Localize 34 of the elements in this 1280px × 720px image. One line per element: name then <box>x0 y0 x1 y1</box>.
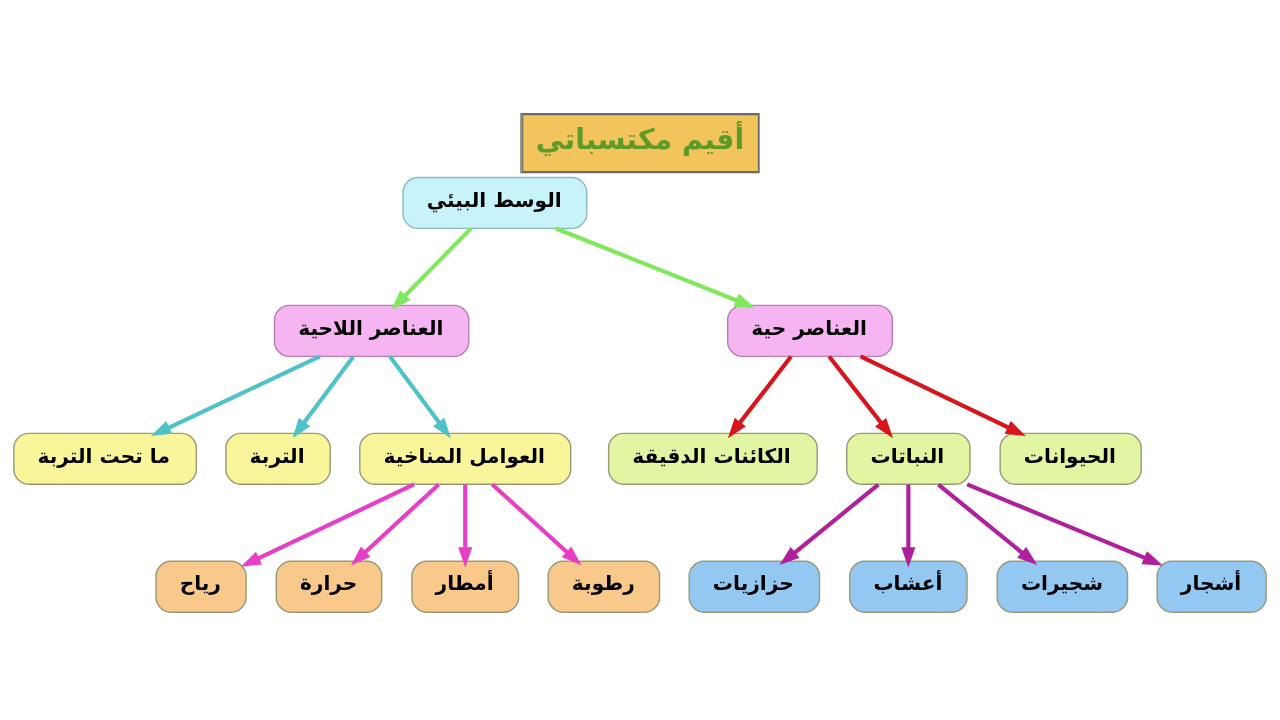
arrow <box>391 226 473 310</box>
node-box: الحيوانات <box>999 432 1142 485</box>
node-box: الكائنات الدقيقة <box>607 432 818 485</box>
arrow <box>150 354 321 436</box>
node-box: العوامل المناخية <box>359 432 572 485</box>
arrow <box>966 481 1163 565</box>
node-box: أشجار <box>1156 560 1267 613</box>
arrow <box>490 482 582 565</box>
node-box: التربة <box>225 432 331 485</box>
arrow <box>859 354 1026 436</box>
arrow <box>727 354 793 438</box>
arrow <box>779 482 880 565</box>
arrow <box>901 484 916 567</box>
arrow <box>555 226 755 308</box>
arrow <box>292 354 356 438</box>
node-box: شجيرات <box>996 560 1129 613</box>
node-box: رياح <box>155 560 247 613</box>
node-box: حزازيات <box>688 560 821 613</box>
arrow <box>350 482 441 565</box>
arrow <box>937 482 1038 565</box>
node-box: رطوبة <box>547 560 661 613</box>
node-box: العناصر حية <box>726 304 894 357</box>
node-box: الوسط البيئي <box>402 176 588 229</box>
diagram-title: أقيم مكتسباتي <box>535 122 745 156</box>
node-box: أمطار <box>411 560 520 613</box>
arrow <box>388 354 451 438</box>
node-box: العناصر اللاحية <box>273 304 470 357</box>
arrow <box>458 484 473 567</box>
node-box: حرارة <box>275 560 383 613</box>
arrow <box>827 354 894 438</box>
node-box: أعشاب <box>849 560 968 613</box>
arrow <box>240 482 415 567</box>
node-box: النباتات <box>846 432 971 485</box>
node-box: ما تحت التربة <box>13 432 197 485</box>
